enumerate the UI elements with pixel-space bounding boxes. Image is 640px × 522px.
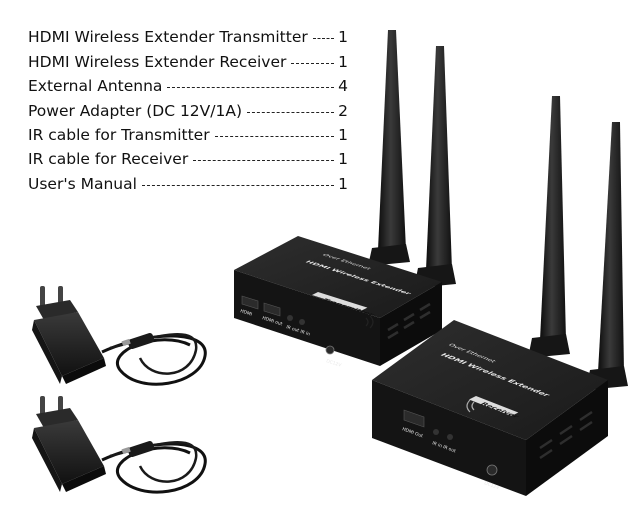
item-name: IR cable for Receiver xyxy=(28,150,189,169)
leader-dots xyxy=(247,111,334,113)
transmitter-port-hdmi: HDMI xyxy=(239,308,252,317)
hdmi-port-icon xyxy=(241,295,259,310)
hdmi-port-icon xyxy=(263,302,281,317)
packing-list-item: External Antenna 4 xyxy=(28,71,348,95)
hdmi-port-icon xyxy=(403,409,425,428)
packing-list-item: IR cable for Receiver 1 xyxy=(28,144,348,168)
dc-jack-icon xyxy=(486,464,498,476)
receiver-badge xyxy=(469,396,519,417)
item-quantity: 1 xyxy=(338,52,348,71)
leader-dots xyxy=(167,87,334,89)
leader-dots xyxy=(214,135,334,137)
item-quantity: 2 xyxy=(338,101,348,120)
leader-dots xyxy=(193,160,334,162)
item-quantity: 1 xyxy=(338,125,348,144)
item-quantity: 1 xyxy=(338,150,348,169)
packing-list-item: HDMI Wireless Extender Transmitter 1 xyxy=(28,22,348,46)
item-name: User's Manual xyxy=(28,174,137,193)
transmitter-badge xyxy=(311,292,368,311)
transmitter-device: Over Ethernet HDMI Wireless Extender Tra… xyxy=(234,236,442,369)
packing-list-item: IR cable for Transmitter 1 xyxy=(28,120,348,144)
leader-dots xyxy=(291,62,334,64)
packing-list: HDMI Wireless Extender Transmitter 1 HDM… xyxy=(28,22,348,193)
ir-jack-icon xyxy=(433,429,439,435)
item-quantity: 1 xyxy=(338,28,348,47)
item-name: HDMI Wireless Extender Transmitter xyxy=(28,28,308,47)
receiver-port-dc: DC12V xyxy=(483,480,500,491)
receiver-device: Over Ethernet HDMI Wireless Extender Rec… xyxy=(372,320,608,496)
item-name: External Antenna xyxy=(28,77,163,96)
item-quantity: 4 xyxy=(338,77,348,96)
packing-list-item: Power Adapter (DC 12V/1A) 2 xyxy=(28,95,348,120)
item-quantity: 1 xyxy=(338,174,348,193)
leader-dots xyxy=(312,38,334,40)
power-adapter-1 xyxy=(32,286,207,386)
item-name: Power Adapter (DC 12V/1A) xyxy=(28,101,243,120)
wireless-icon xyxy=(365,315,374,329)
receiver-antennas xyxy=(528,96,628,390)
power-adapter-2 xyxy=(32,396,207,494)
wireless-icon xyxy=(466,399,475,413)
transmitter-antennas xyxy=(368,30,456,288)
transmitter-port-dc: DC12V xyxy=(325,358,342,369)
packing-list-item: HDMI Wireless Extender Receiver 1 xyxy=(28,46,348,71)
item-name: IR cable for Transmitter xyxy=(28,125,210,144)
packing-list-item: User's Manual 1 xyxy=(28,168,348,193)
leader-dots xyxy=(141,184,334,186)
item-name: HDMI Wireless Extender Receiver xyxy=(28,52,287,71)
ir-jack-icon xyxy=(447,434,453,440)
dc-jack-icon xyxy=(325,345,335,355)
ir-jack-icon xyxy=(287,315,293,321)
ir-jack-icon xyxy=(299,319,305,325)
